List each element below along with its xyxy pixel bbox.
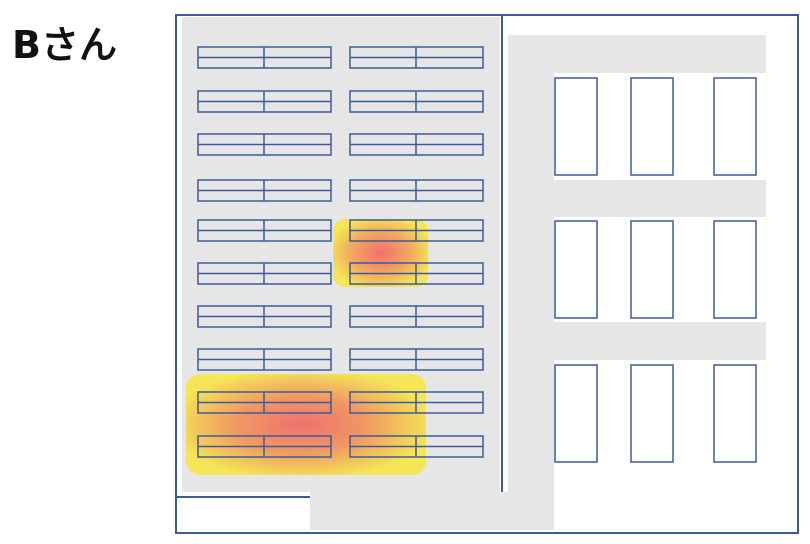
desk-group — [197, 435, 332, 458]
corridor-vertical — [508, 35, 554, 530]
desk-group — [197, 90, 332, 113]
desk-rows — [197, 46, 484, 458]
desk-group — [197, 391, 332, 414]
corridor-top — [508, 35, 766, 73]
room — [554, 364, 598, 463]
desk-group — [349, 46, 484, 69]
room — [630, 77, 674, 176]
corridor-bottom — [310, 492, 554, 530]
room — [630, 364, 674, 463]
corridor-middle-1 — [554, 180, 766, 217]
person-label: Bさん — [12, 23, 117, 67]
heatmap-zone-center — [333, 219, 428, 287]
desk-group — [197, 46, 332, 69]
desk-group — [197, 262, 332, 285]
room — [713, 77, 757, 176]
heatmap-zone-bottom-left — [186, 374, 426, 475]
desk-group — [349, 348, 484, 371]
desk-group — [197, 133, 332, 156]
room — [554, 220, 598, 319]
desk-group — [349, 391, 484, 414]
corridor-middle-2 — [554, 322, 766, 360]
desk-group — [349, 305, 484, 328]
desk-group — [197, 219, 332, 242]
desk-group — [197, 179, 332, 202]
desk-group — [349, 219, 484, 242]
room — [713, 364, 757, 463]
room — [713, 220, 757, 319]
desk-group — [349, 435, 484, 458]
desk-group — [197, 348, 332, 371]
desk-group — [349, 179, 484, 202]
meeting-rooms — [554, 77, 757, 463]
desk-group — [197, 305, 332, 328]
desk-group — [349, 90, 484, 113]
desk-group — [349, 133, 484, 156]
room — [554, 77, 598, 176]
desk-group — [349, 262, 484, 285]
room — [630, 220, 674, 319]
